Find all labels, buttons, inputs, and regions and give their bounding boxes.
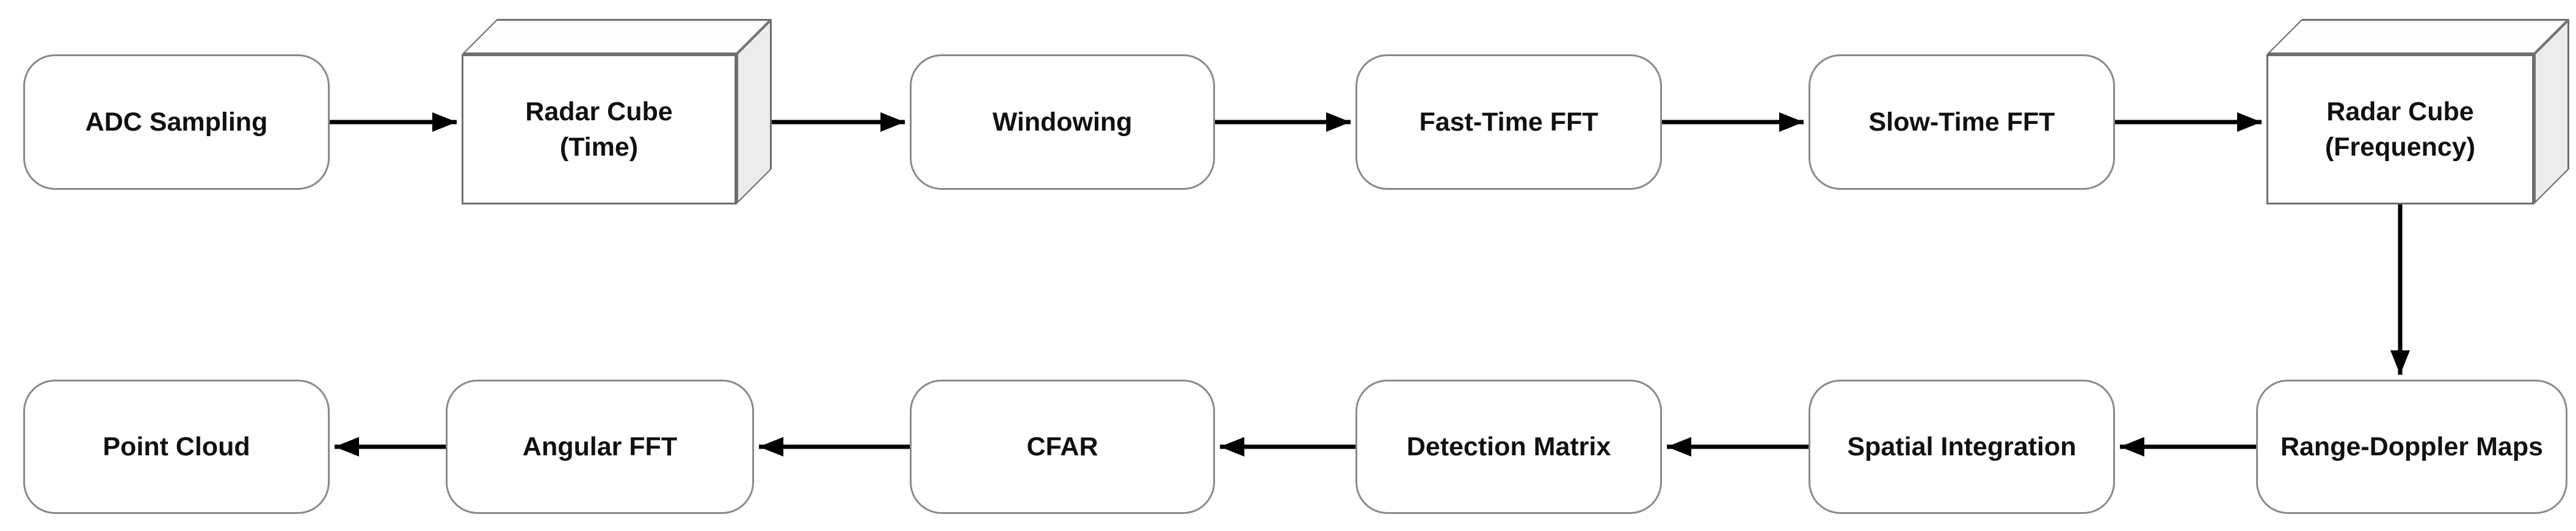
- node-radar-cube-frequency: Radar Cube (Frequency): [2266, 19, 2569, 204]
- cube-front-face: Radar Cube (Time): [462, 54, 736, 204]
- node-label: Windowing: [992, 107, 1133, 137]
- node-label: Radar Cube (Time): [525, 96, 673, 162]
- node-label: Fast-Time FFT: [1419, 107, 1598, 137]
- node-slow-time-fft: Slow-Time FFT: [1809, 54, 2115, 190]
- node-label: Detection Matrix: [1406, 432, 1611, 461]
- node-label: Angular FFT: [522, 432, 678, 461]
- cube-top-face: [2266, 19, 2569, 54]
- node-label: Point Cloud: [103, 432, 250, 461]
- node-point-cloud: Point Cloud: [23, 380, 330, 514]
- node-windowing: Windowing: [910, 54, 1215, 190]
- node-spatial-integration: Spatial Integration: [1809, 380, 2115, 514]
- node-detection-matrix: Detection Matrix: [1355, 380, 1662, 514]
- node-fast-time-fft: Fast-Time FFT: [1355, 54, 1662, 190]
- node-label: Spatial Integration: [1847, 432, 2077, 461]
- node-label: CFAR: [1026, 432, 1098, 461]
- node-cfar: CFAR: [910, 380, 1215, 514]
- cube-top-face: [462, 19, 772, 54]
- node-range-doppler-maps: Range-Doppler Maps: [2256, 380, 2567, 514]
- node-adc-sampling: ADC Sampling: [23, 54, 330, 190]
- node-label: Slow-Time FFT: [1868, 107, 2055, 137]
- node-angular-fft: Angular FFT: [446, 380, 754, 514]
- node-label: ADC Sampling: [85, 107, 268, 137]
- cube-front-face: Radar Cube (Frequency): [2266, 54, 2534, 204]
- node-label: Radar Cube (Frequency): [2324, 96, 2476, 162]
- node-label: Range-Doppler Maps: [2280, 432, 2544, 461]
- node-radar-cube-time: Radar Cube (Time): [462, 19, 772, 204]
